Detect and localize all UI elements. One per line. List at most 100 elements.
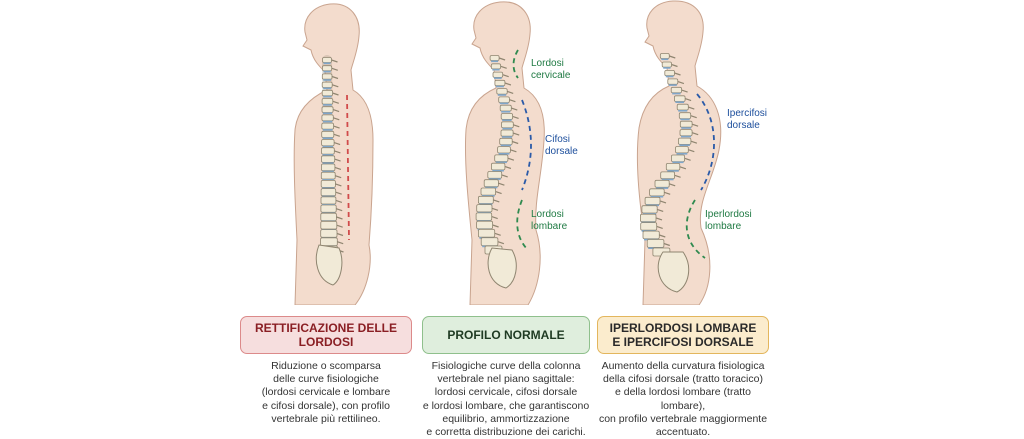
vertebra [320,220,338,230]
label-ipercifosi-dorsale: Ipercifosi dorsale [727,108,768,131]
vertebra [320,237,338,247]
intervertebral-disc [323,104,332,106]
vertebra [320,188,337,197]
intervertebral-disc [494,77,502,79]
vertebra [321,163,336,172]
vertebra [321,89,333,97]
intervertebral-disc [663,67,671,69]
title-panel-normale: PROFILO NORMALE [422,316,590,354]
vertebra [660,171,676,180]
intervertebral-disc [661,178,674,181]
vertebra [675,146,689,154]
intervertebral-disc [499,102,509,105]
intervertebral-disc [492,169,504,172]
vertebra [641,205,658,214]
vertebra [679,129,693,137]
intervertebral-disc [323,70,331,73]
intervertebral-disc [323,112,333,115]
blue-dashed-dorsal [521,99,532,191]
intervertebral-disc [322,120,333,123]
spinous-process [655,217,663,221]
spinous-process [334,158,341,162]
intervertebral-disc [323,95,332,98]
intervertebral-disc [667,170,679,172]
intervertebral-disc [680,118,690,121]
vertebra [478,195,494,204]
green-dashed-lumbar [516,199,529,251]
spinous-process [497,241,505,245]
spinous-process [690,140,698,144]
spinous-process [504,165,512,170]
spinous-process [663,242,670,247]
label-lordosi-cervicale: Lordosi cervicale [531,58,571,81]
vertebra [494,79,506,87]
spinous-process [511,107,518,111]
vertebra [320,204,337,213]
spinous-process [659,200,667,204]
vertebra [320,179,336,188]
vertebra [321,106,334,113]
vertebra [667,78,679,85]
intervertebral-disc [488,178,501,180]
intervertebral-disc [679,144,690,146]
intervertebral-disc [322,137,333,139]
title-panel-iper: IPERLORDOSI LOMBARE E IPERCIFOSI DORSALE [597,316,769,354]
vertebra [496,88,508,95]
spinous-process [332,100,339,104]
spine-2 [475,55,520,289]
vertebra [649,188,665,197]
vertebra [499,137,513,146]
figure-rettificazione [255,0,405,305]
vertebra [489,55,500,61]
spinous-process [336,232,344,237]
spinous-process [507,90,514,94]
body-silhouette-1 [293,3,374,305]
intervertebral-disc [495,161,507,164]
spinous-process [504,82,512,86]
intervertebral-disc [491,60,499,63]
vertebra [487,171,503,179]
body-silhouette-3 [636,0,722,305]
spinous-process [498,182,505,186]
spinous-process [690,115,697,119]
vertebra [475,212,493,221]
vertebra [321,122,335,130]
vertebra [321,139,335,147]
vertebra [480,187,497,196]
figure-iper [605,0,755,305]
intervertebral-disc [323,62,331,65]
intervertebral-disc [502,136,513,138]
panel-title: IPERLORDOSI LOMBARE E IPERCIFOSI DORSALE [609,321,757,349]
body-silhouette-2 [464,1,545,305]
spinous-process [332,109,340,113]
intervertebral-disc [665,75,674,78]
spinous-process [334,150,341,154]
intervertebral-disc [681,135,692,138]
vertebra [498,96,510,104]
vertebra [678,112,692,119]
intervertebral-disc [492,68,500,71]
spinous-process [331,75,339,80]
vertebra [676,103,689,111]
intervertebral-disc [668,84,677,86]
spinous-process [333,125,340,129]
intervertebral-disc [502,119,512,121]
spinous-process [491,216,498,220]
description-iper: Aumento della curvatura fisiologica dell… [598,360,768,439]
intervertebral-disc [675,101,685,103]
spinous-process [671,63,678,68]
vertebra [674,95,686,102]
vertebra [321,147,335,155]
spinous-process [336,224,343,228]
spinous-process [656,225,663,229]
red-dashed-line [346,94,350,241]
vertebra [490,63,501,70]
spinous-process [679,166,687,170]
spinous-process [657,208,664,212]
vertebra [500,129,514,137]
blue-dashed-ipercifosi [696,93,715,191]
vertebra [665,162,681,171]
spinous-process [688,106,695,110]
vertebra [320,229,338,238]
intervertebral-disc [661,58,669,61]
